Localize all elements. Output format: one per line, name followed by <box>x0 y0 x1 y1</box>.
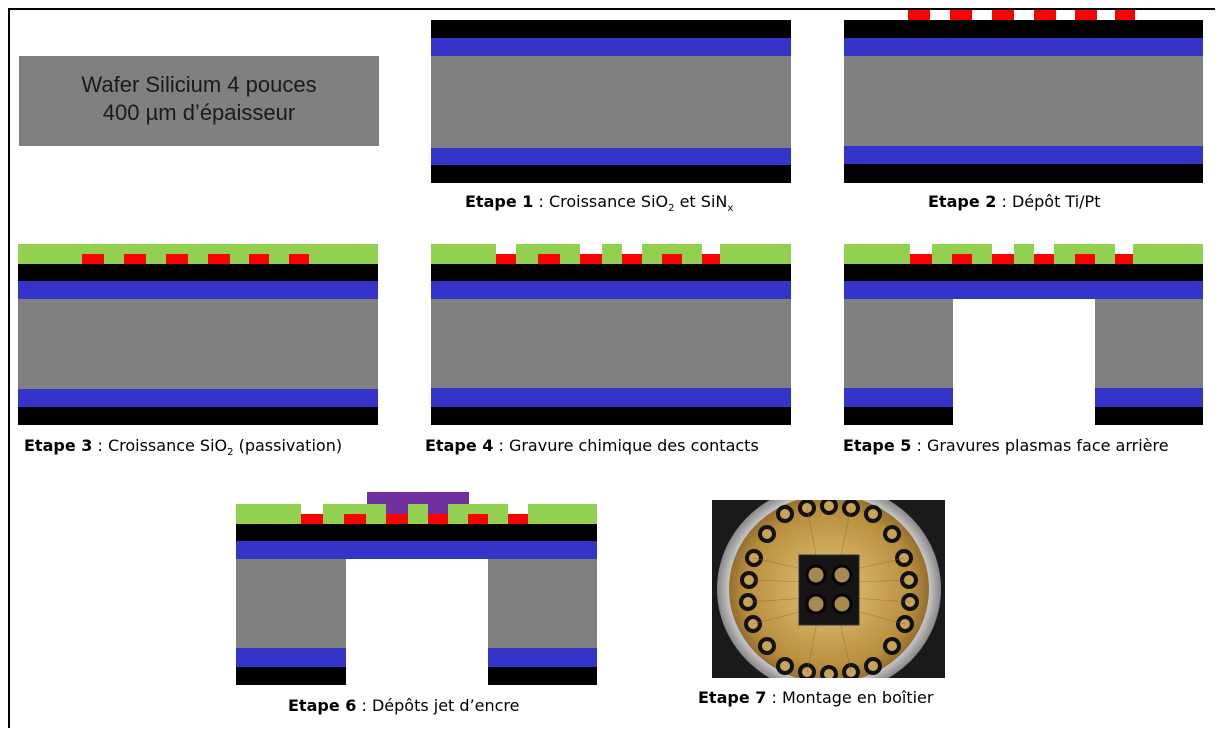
step5-bottom-oxide-left <box>844 407 953 425</box>
step3-bottom-oxide <box>18 407 378 425</box>
step2-bottom-oxide <box>844 164 1203 183</box>
step5-passivation <box>844 244 1203 264</box>
step4-electrode <box>538 254 560 264</box>
step7-caption: Etape 7 : Montage en boîtier <box>698 688 933 707</box>
step6-top-oxide <box>236 524 597 541</box>
step4-bottom-oxide <box>431 407 791 425</box>
step1-top-oxide <box>431 20 791 38</box>
step5-bottom-nitride-left <box>844 388 953 407</box>
step6-electrode <box>386 514 408 524</box>
step3-bottom-nitride <box>18 389 378 407</box>
step2-top-oxide <box>844 20 1203 38</box>
step2-electrode <box>908 10 930 20</box>
step5-electrode <box>910 254 932 264</box>
step5-bottom-oxide-right <box>1095 407 1203 425</box>
step4-contact-opening <box>702 244 720 254</box>
step6-electrode <box>468 514 488 524</box>
step6-electrode <box>344 514 366 524</box>
step4-electrode <box>662 254 682 264</box>
step1-caption: Etape 1 : Croissance SiO2 et SiNx <box>465 192 733 214</box>
step5-top-oxide <box>844 264 1203 281</box>
step1-silicon <box>431 56 791 148</box>
step4-contact-opening <box>622 244 642 254</box>
step6-electrode <box>428 514 448 524</box>
step6-ink-deposit <box>428 504 448 514</box>
step6-ink-deposit <box>367 492 469 504</box>
step2-bottom-nitride <box>844 146 1203 164</box>
step6-bottom-oxide-right <box>488 667 597 685</box>
step1-bottom-nitride <box>431 148 791 165</box>
step5-electrode <box>1034 254 1054 264</box>
step5-top-nitride <box>844 281 1203 299</box>
step6-top-nitride <box>236 541 597 559</box>
step2-electrode <box>1115 10 1135 20</box>
step5-electrode <box>1075 254 1095 264</box>
step6-bottom-nitride-left <box>236 648 346 667</box>
step3-electrode <box>208 254 230 264</box>
step3-silicon <box>18 299 378 389</box>
wafer-description-box: Wafer Silicium 4 pouces 400 µm d’épaisse… <box>19 56 379 146</box>
package-illustration <box>712 500 945 678</box>
step5-electrode <box>1115 254 1133 264</box>
step6-passivation <box>236 504 597 524</box>
step6-contact-opening <box>508 504 528 514</box>
step4-electrode <box>496 254 516 264</box>
step4-top-oxide <box>431 264 791 281</box>
step5-electrode <box>952 254 972 264</box>
step7-package-photo <box>712 500 945 678</box>
step6-electrode <box>508 514 528 524</box>
step3-top-nitride <box>18 281 378 299</box>
step6-caption: Etape 6 : Dépôts jet d’encre <box>288 696 520 715</box>
step2-caption: Etape 2 : Dépôt Ti/Pt <box>928 192 1100 211</box>
step2-top-nitride <box>844 38 1203 56</box>
step5-contact-opening <box>910 244 932 254</box>
step3-electrode <box>82 254 104 264</box>
step5-contact-opening <box>992 244 1014 254</box>
step2-silicon <box>844 56 1203 146</box>
step3-electrode <box>124 254 146 264</box>
step4-electrode <box>580 254 602 264</box>
step6-bottom-nitride-right <box>488 648 597 667</box>
wafer-line-1: Wafer Silicium 4 pouces <box>19 71 379 99</box>
step4-electrode <box>702 254 720 264</box>
step5-contact-opening <box>1034 244 1054 254</box>
step4-caption: Etape 4 : Gravure chimique des contacts <box>425 436 759 455</box>
step4-electrode <box>622 254 642 264</box>
step6-contact-opening <box>301 504 323 514</box>
step2-electrode <box>950 10 972 20</box>
step5-caption: Etape 5 : Gravures plasmas face arrière <box>843 436 1169 455</box>
step3-electrode <box>249 254 269 264</box>
step1-bottom-oxide <box>431 165 791 183</box>
step4-contact-opening <box>580 244 602 254</box>
step1-top-nitride <box>431 38 791 56</box>
step3-top-oxide <box>18 264 378 281</box>
step2-electrode <box>1034 10 1056 20</box>
step4-passivation <box>431 244 791 264</box>
step4-top-nitride <box>431 281 791 299</box>
step2-electrode <box>992 10 1014 20</box>
step6-silicon-left <box>236 559 346 648</box>
step2-electrode <box>1075 10 1097 20</box>
step5-silicon-right <box>1095 299 1203 388</box>
step6-bottom-oxide-left <box>236 667 346 685</box>
step5-contact-opening <box>1115 244 1133 254</box>
step3-electrode <box>289 254 309 264</box>
step3-electrode <box>166 254 188 264</box>
step4-silicon <box>431 299 791 388</box>
step4-contact-opening <box>496 244 516 254</box>
step3-passivation <box>18 244 378 264</box>
step4-bottom-nitride <box>431 388 791 407</box>
wafer-line-2: 400 µm d’épaisseur <box>19 99 379 127</box>
step6-ink-deposit <box>386 504 408 514</box>
step5-electrode <box>992 254 1014 264</box>
step6-silicon-right <box>488 559 597 648</box>
step6-electrode <box>301 514 323 524</box>
step3-caption: Etape 3 : Croissance SiO2 (passivation) <box>24 436 342 458</box>
step5-silicon-left <box>844 299 953 388</box>
step5-bottom-nitride-right <box>1095 388 1203 407</box>
